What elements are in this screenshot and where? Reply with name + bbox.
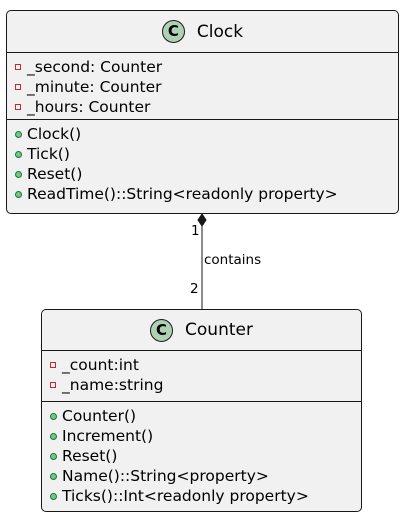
class-field: _minute: Counter (15, 77, 398, 97)
public-visibility-icon (15, 130, 22, 138)
class-counter-header: C Counter (42, 310, 361, 351)
public-visibility-icon (15, 150, 22, 158)
class-clock-fields: _second: Counter _minute: Counter _hours… (7, 53, 398, 119)
class-stereotype-icon: C (150, 318, 174, 342)
class-field: _count:int (50, 355, 361, 375)
class-counter-fields: _count:int _name:string (42, 351, 361, 401)
private-visibility-icon (50, 362, 56, 368)
class-counter-methods: Counter() Increment() Reset() Name()::St… (42, 401, 361, 506)
relation-label: contains (204, 252, 262, 268)
composition-diamond-icon (197, 213, 207, 227)
private-visibility-icon (15, 104, 21, 110)
class-clock[interactable]: C Clock _second: Counter _minute: Counte… (6, 10, 399, 214)
class-field: _hours: Counter (15, 97, 398, 117)
class-method: Name()::String<property> (50, 466, 361, 486)
class-clock-methods: Clock() Tick() Reset() ReadTime()::Strin… (7, 119, 398, 204)
class-counter[interactable]: C Counter _count:int _name:string Counte… (41, 309, 362, 512)
class-field: _name:string (50, 375, 361, 395)
target-multiplicity: 2 (190, 281, 199, 297)
class-method: Tick() (15, 144, 398, 164)
class-clock-header: C Clock (7, 11, 398, 53)
class-method: Ticks()::Int<readonly property> (50, 486, 361, 506)
class-method: Increment() (50, 426, 361, 446)
public-visibility-icon (50, 412, 57, 420)
class-field: _second: Counter (15, 57, 398, 77)
private-visibility-icon (15, 84, 21, 90)
source-multiplicity: 1 (191, 223, 200, 239)
private-visibility-icon (15, 64, 21, 70)
class-method: ReadTime()::String<readonly property> (15, 184, 398, 204)
class-clock-name: Clock (196, 21, 244, 42)
class-counter-name: Counter (185, 320, 253, 340)
public-visibility-icon (50, 432, 57, 440)
public-visibility-icon (50, 492, 57, 500)
public-visibility-icon (15, 190, 22, 198)
class-stereotype-icon: C (161, 20, 185, 43)
private-visibility-icon (50, 382, 56, 388)
class-method: Reset() (50, 446, 361, 466)
class-method: Counter() (50, 406, 361, 426)
public-visibility-icon (50, 472, 57, 480)
class-method: Reset() (15, 164, 398, 184)
public-visibility-icon (50, 452, 57, 460)
public-visibility-icon (15, 170, 22, 178)
class-method: Clock() (15, 124, 398, 144)
